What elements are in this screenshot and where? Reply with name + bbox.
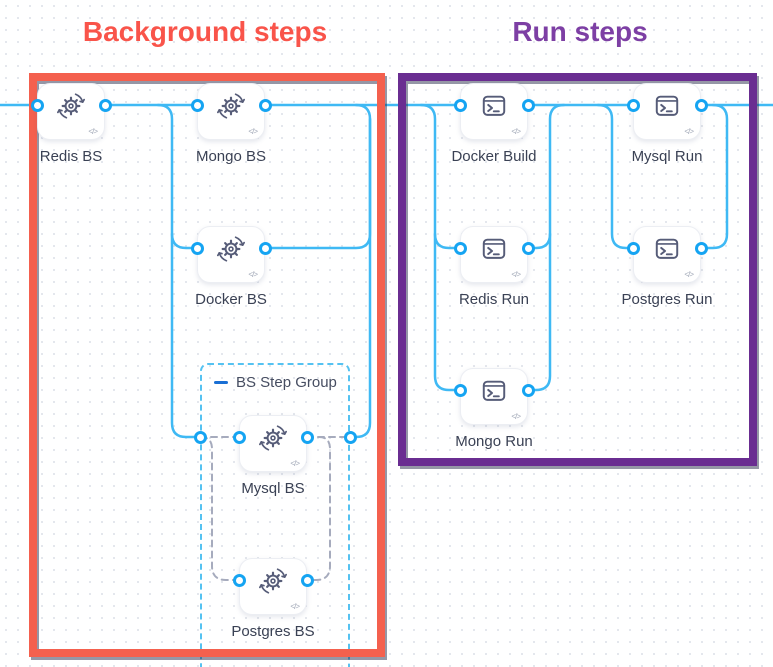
bs-step-group-header: BS Step Group bbox=[214, 374, 337, 391]
port[interactable] bbox=[626, 241, 640, 255]
background-service-icon bbox=[216, 236, 246, 262]
background-service-icon bbox=[258, 425, 288, 451]
node-mysql-run[interactable]: </> bbox=[633, 83, 701, 140]
blue-edges bbox=[0, 103, 773, 439]
node-label-mysql-bs: Mysql BS bbox=[241, 480, 305, 497]
node-postgres-bs[interactable]: </> bbox=[239, 558, 307, 615]
port[interactable] bbox=[30, 98, 44, 112]
run-steps-title: Run steps bbox=[512, 16, 648, 47]
collapse-icon[interactable] bbox=[214, 380, 228, 385]
code-badge: </> bbox=[290, 602, 300, 611]
node-label-mysql-run: Mysql Run bbox=[631, 148, 703, 165]
background-service-icon bbox=[56, 93, 86, 119]
code-badge: </> bbox=[248, 270, 258, 279]
port[interactable] bbox=[232, 573, 246, 587]
port[interactable] bbox=[453, 383, 467, 397]
port[interactable] bbox=[521, 98, 535, 112]
port[interactable] bbox=[193, 430, 207, 444]
port[interactable] bbox=[258, 98, 272, 112]
node-label-postgres-bs: Postgres BS bbox=[231, 623, 315, 640]
background-service-icon bbox=[258, 568, 288, 594]
port[interactable] bbox=[98, 98, 112, 112]
terminal-icon bbox=[482, 380, 506, 401]
background-steps-box bbox=[29, 73, 385, 657]
node-mongo-bs[interactable]: </> bbox=[197, 83, 265, 140]
port[interactable] bbox=[258, 241, 272, 255]
terminal-icon bbox=[482, 238, 506, 259]
port[interactable] bbox=[300, 430, 314, 444]
port[interactable] bbox=[694, 241, 708, 255]
node-label-docker-build: Docker Build bbox=[451, 148, 537, 165]
node-mongo-run[interactable]: </> bbox=[460, 368, 528, 425]
node-redis-bs[interactable]: </> bbox=[37, 83, 105, 140]
code-badge: </> bbox=[684, 270, 694, 279]
bs-step-group-frame[interactable]: BS Step Group bbox=[200, 363, 350, 667]
port[interactable] bbox=[190, 98, 204, 112]
node-label-postgres-run: Postgres Run bbox=[621, 291, 713, 308]
code-badge: </> bbox=[248, 127, 258, 136]
terminal-icon bbox=[655, 95, 679, 116]
port[interactable] bbox=[521, 241, 535, 255]
code-badge: </> bbox=[511, 412, 521, 421]
background-service-icon bbox=[216, 93, 246, 119]
code-badge: </> bbox=[290, 459, 300, 468]
node-postgres-run[interactable]: </> bbox=[633, 226, 701, 283]
port[interactable] bbox=[190, 241, 204, 255]
port[interactable] bbox=[453, 241, 467, 255]
node-label-docker-bs: Docker BS bbox=[195, 291, 267, 308]
node-redis-run[interactable]: </> bbox=[460, 226, 528, 283]
port[interactable] bbox=[626, 98, 640, 112]
port[interactable] bbox=[232, 430, 246, 444]
node-label-mongo-bs: Mongo BS bbox=[195, 148, 267, 165]
code-badge: </> bbox=[511, 270, 521, 279]
port[interactable] bbox=[521, 383, 535, 397]
port[interactable] bbox=[453, 98, 467, 112]
terminal-icon bbox=[482, 95, 506, 116]
node-label-redis-bs: Redis BS bbox=[39, 148, 103, 165]
port[interactable] bbox=[343, 430, 357, 444]
run-steps-box bbox=[398, 73, 757, 466]
code-badge: </> bbox=[684, 127, 694, 136]
node-label-redis-run: Redis Run bbox=[458, 291, 530, 308]
node-docker-bs[interactable]: </> bbox=[197, 226, 265, 283]
background-steps-title: Background steps bbox=[82, 16, 328, 47]
port[interactable] bbox=[694, 98, 708, 112]
bs-step-group-label: BS Step Group bbox=[236, 374, 337, 391]
node-label-mongo-run: Mongo Run bbox=[455, 433, 533, 450]
node-docker-build[interactable]: </> bbox=[460, 83, 528, 140]
port[interactable] bbox=[300, 573, 314, 587]
code-badge: </> bbox=[88, 127, 98, 136]
terminal-icon bbox=[655, 238, 679, 259]
node-mysql-bs[interactable]: </> bbox=[239, 415, 307, 472]
code-badge: </> bbox=[511, 127, 521, 136]
